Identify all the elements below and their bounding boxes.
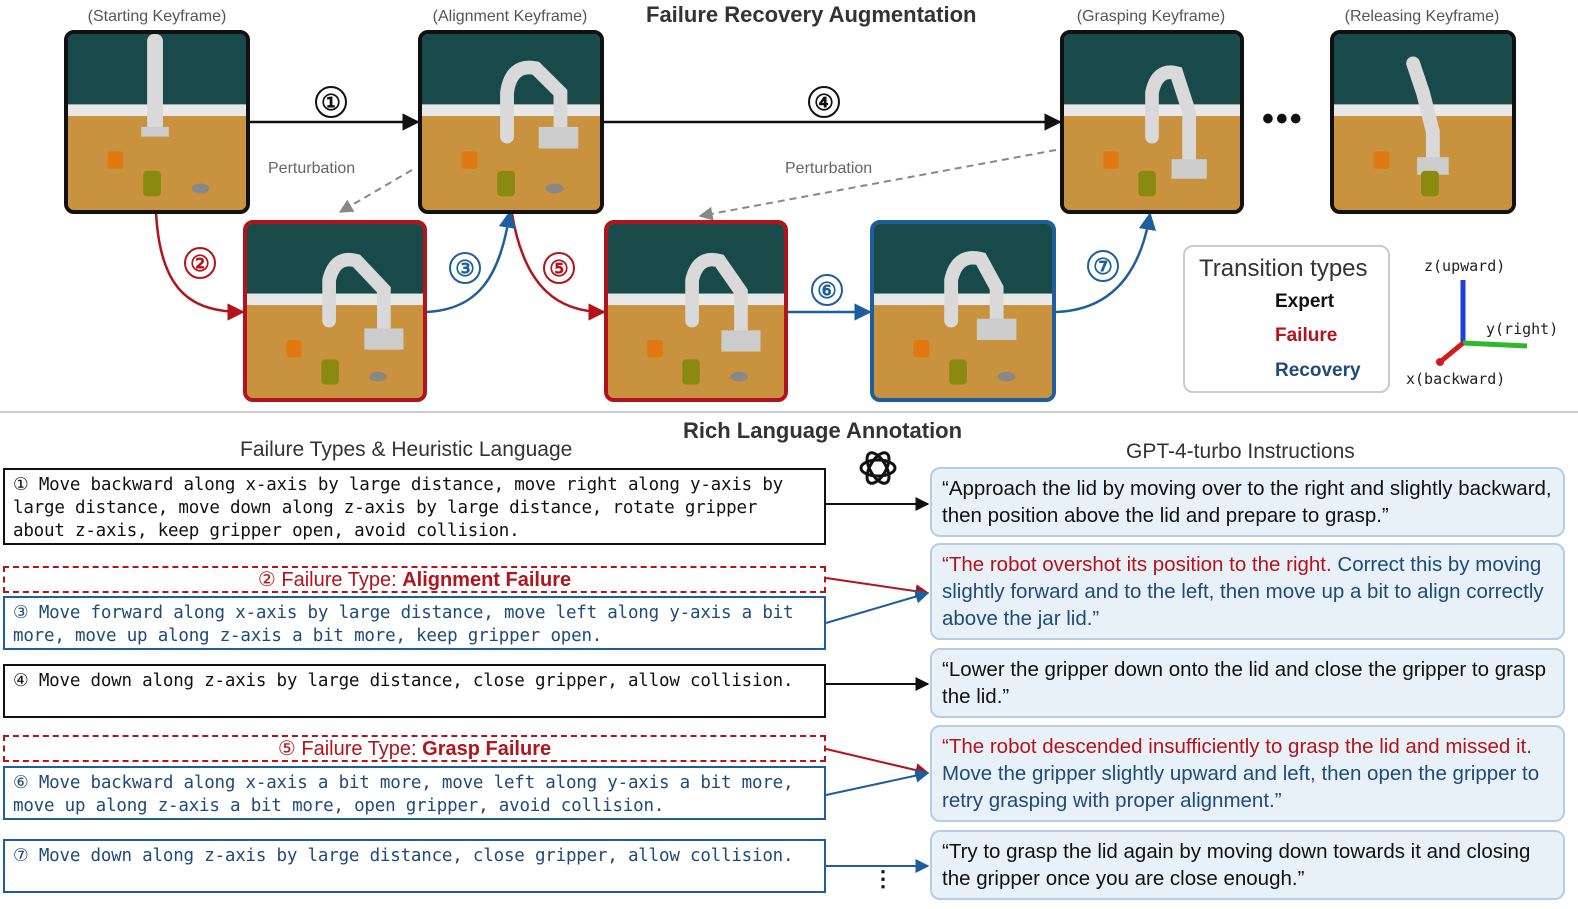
failure-type-prefix: ② Failure Type: [257, 569, 403, 591]
recovery-arrow-3 [424, 210, 517, 314]
heuristic-box-7: ⑦ Move down along z-axis by large distan… [3, 839, 826, 893]
step-marker-2: ② [190, 251, 210, 276]
heuristic-box-4: ④ Move down along z-axis by large distan… [3, 664, 826, 718]
gpt-instruction-3: “Lower the gripper down onto the lid and… [930, 648, 1565, 718]
legend-item-recovery: Recovery [1275, 360, 1361, 381]
scene-image [874, 224, 1052, 398]
caption-releasing-keyframe: (Releasing Keyframe) [1344, 8, 1500, 25]
frame-alignment-keyframe [418, 30, 604, 214]
frame-releasing-keyframe [1330, 30, 1516, 214]
step-marker-4: ④ [814, 90, 834, 115]
scene-image [1334, 34, 1512, 210]
instruction-recovery-text: Move the gripper slightly upward and lef… [942, 762, 1540, 812]
heading-failure-types: Failure Types & Heuristic Language [240, 438, 573, 461]
scene-image [68, 34, 246, 210]
heuristic-box-1: ① Move backward along x-axis by large di… [3, 468, 826, 545]
scene-image [247, 224, 423, 398]
failure-arrow-2 [154, 211, 245, 321]
step-marker-6: ⑥ [817, 278, 837, 303]
failure-type-alignment: ② Failure Type: Alignment Failure [3, 566, 826, 593]
section-title-failure-recovery: Failure Recovery Augmentation [646, 2, 977, 27]
perturbation-label-2: Perturbation [785, 160, 873, 177]
openai-logo-icon [856, 446, 900, 490]
transition-arrows [154, 86, 1528, 379]
transition-types-legend: Transition types Expert Failure Recovery [1183, 245, 1390, 393]
heuristic-box-3: ③ Move forward along x-axis by large dis… [3, 596, 826, 650]
failure-type-name: Grasp Failure [422, 738, 552, 760]
failure-type-name: Alignment Failure [402, 569, 572, 591]
failure-arrow-5 [510, 213, 606, 321]
step-marker-3: ③ [455, 256, 475, 281]
axis-label-x: x(backward) [1406, 370, 1506, 388]
legend-item-failure: Failure [1275, 325, 1338, 346]
frame-starting-keyframe [64, 30, 250, 214]
frame-grasping-keyframe [1060, 30, 1244, 214]
failure-type-prefix: ⑤ Failure Type: [277, 738, 423, 760]
gpt-instruction-2: “The robot overshot its position to the … [930, 543, 1565, 640]
instruction-text: “Approach the lid by moving over to the … [942, 477, 1552, 527]
caption-alignment-keyframe: (Alignment Keyframe) [432, 8, 588, 25]
step-marker-5: ⑤ [549, 256, 569, 281]
axis-label-z: z(upward) [1424, 257, 1506, 275]
instruction-text: “Try to grasp the lid again by moving do… [942, 840, 1531, 890]
annotation-connectors [825, 497, 930, 873]
ellipsis-dots: ••• [1262, 100, 1304, 138]
scene-image [422, 34, 600, 210]
instruction-failure-text: “The robot descended insufficiently to g… [942, 735, 1532, 758]
section-title-rich-language: Rich Language Annotation [683, 418, 963, 443]
heuristic-box-6: ⑥ Move backward along x-axis a bit more,… [3, 766, 826, 820]
scene-image [608, 224, 784, 398]
heading-gpt-instructions: GPT-4-turbo Instructions [1126, 440, 1355, 463]
instruction-failure-text: “The robot overshot its position to the … [942, 553, 1332, 576]
x-axis-line [1438, 341, 1465, 364]
gpt-instruction-5: “Try to grasp the lid again by moving do… [930, 830, 1565, 900]
legend-item-expert: Expert [1275, 291, 1335, 312]
perturbation-label-1: Perturbation [268, 160, 356, 177]
perturbation-arrow-2 [698, 149, 1057, 221]
recovery-arrow-7 [1055, 212, 1157, 314]
step-marker-7: ⑦ [1093, 254, 1113, 279]
frame-grasp-failure [604, 220, 788, 402]
gpt-instruction-4: “The robot descended insufficiently to g… [930, 725, 1565, 822]
failure-type-grasp: ⑤ Failure Type: Grasp Failure [3, 735, 826, 762]
scene-image [1064, 34, 1240, 210]
caption-starting-keyframe: (Starting Keyframe) [87, 8, 227, 25]
instruction-text: “Lower the gripper down onto the lid and… [942, 658, 1546, 708]
caption-grasping-keyframe: (Grasping Keyframe) [1076, 8, 1226, 25]
perturbation-arrow-1 [338, 169, 413, 213]
step-marker-1: ① [321, 90, 341, 115]
vertical-ellipsis: ⋮ [872, 866, 894, 891]
frame-alignment-failure [243, 220, 427, 402]
legend-title: Transition types [1199, 255, 1368, 282]
frame-recovery [870, 220, 1056, 402]
instruction-recovery-text: Correct this by moving slightly forward … [942, 553, 1544, 630]
axis-label-y: y(right) [1486, 320, 1559, 338]
y-axis-line [1462, 340, 1528, 349]
section-divider [0, 411, 1578, 413]
gpt-instruction-1: “Approach the lid by moving over to the … [930, 467, 1565, 537]
